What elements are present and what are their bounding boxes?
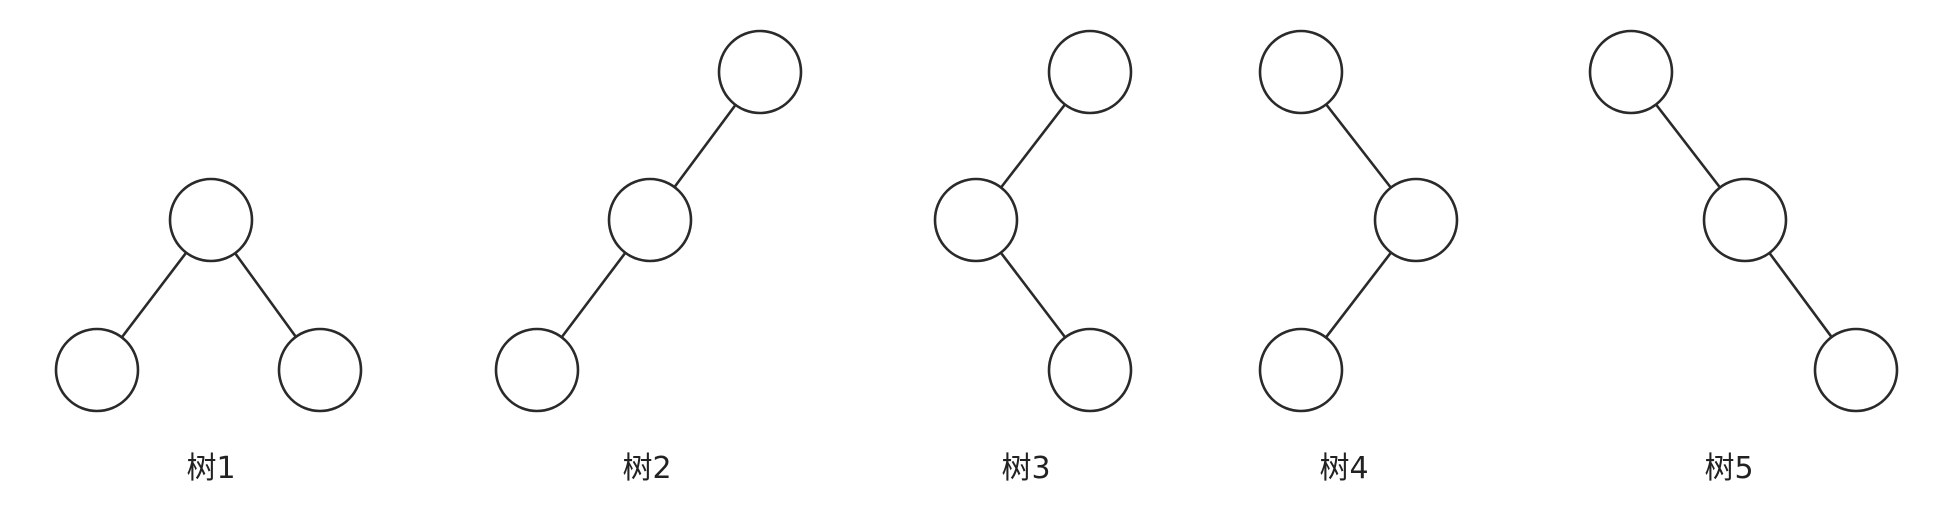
tree-node-root <box>1047 29 1133 115</box>
tree-node-left <box>54 327 140 413</box>
tree-label: 树2 <box>622 451 671 486</box>
tree-edge <box>1654 103 1722 189</box>
tree-node-root <box>717 29 803 115</box>
tree-label: 树5 <box>1704 451 1753 486</box>
tree-node-grandchild <box>1813 327 1899 413</box>
tree-node-child <box>607 177 693 263</box>
tree-edge <box>1324 251 1393 339</box>
tree-node-grandchild <box>1047 327 1133 413</box>
tree-edge <box>1768 251 1833 339</box>
tree-edge <box>120 251 188 339</box>
tree-node-child <box>1373 177 1459 263</box>
tree-5: 树5 <box>1588 29 1899 486</box>
tree-edge <box>673 103 737 189</box>
tree-4: 树4 <box>1258 29 1459 486</box>
tree-node-grandchild <box>1258 327 1344 413</box>
tree-label: 树4 <box>1319 451 1368 486</box>
tree-edge <box>1324 103 1393 189</box>
tree-node-child <box>1702 177 1788 263</box>
tree-label: 树3 <box>1001 451 1050 486</box>
tree-edge <box>999 103 1067 189</box>
tree-node-right <box>277 327 363 413</box>
tree-node-child <box>933 177 1019 263</box>
tree-node-root <box>1258 29 1344 115</box>
tree-label: 树1 <box>186 451 235 486</box>
tree-node-grandchild <box>494 327 580 413</box>
tree-node-root <box>168 177 254 263</box>
tree-edge <box>999 251 1067 339</box>
tree-3: 树3 <box>933 29 1133 486</box>
tree-1: 树1 <box>54 177 363 486</box>
tree-node-root <box>1588 29 1674 115</box>
tree-edge <box>233 251 298 339</box>
tree-2: 树2 <box>494 29 803 486</box>
tree-edge <box>560 251 627 339</box>
